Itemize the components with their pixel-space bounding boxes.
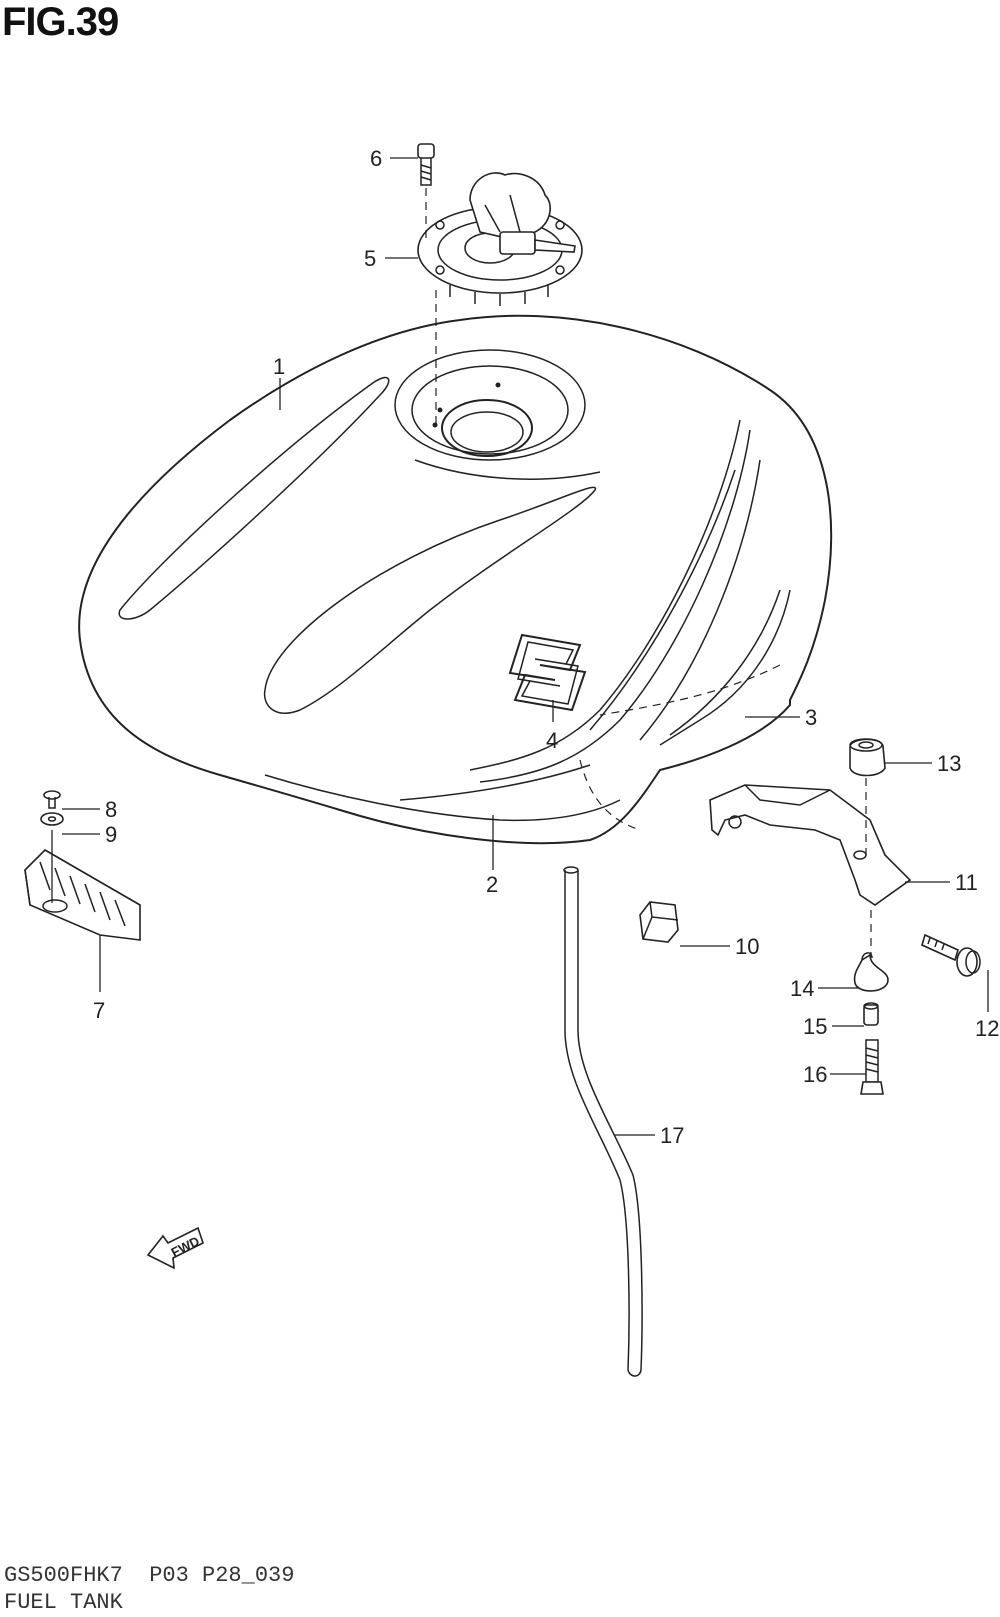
cushion-14-drawing (853, 952, 889, 992)
fwd-label: FWD (169, 1233, 202, 1260)
callout-1: 1 (273, 354, 285, 379)
washer-9-drawing (40, 812, 64, 826)
bolt-16-drawing (860, 1039, 884, 1095)
callout-2: 2 (486, 872, 498, 897)
cushion-13-drawing (849, 738, 886, 777)
callout-9: 9 (105, 822, 117, 847)
callout-7: 7 (93, 998, 105, 1023)
model-code: GS500FHK7 P03 P28_039 (4, 1563, 295, 1588)
hose-17-drawing (563, 866, 643, 1377)
section-name: FUEL TANK (4, 1590, 123, 1615)
collar-15-drawing (863, 1002, 879, 1026)
bolt-12-drawing (921, 933, 981, 977)
callout-15: 15 (803, 1014, 827, 1039)
callout-14: 14 (790, 976, 814, 1001)
fwd-arrow-icon: FWD (146, 1226, 204, 1270)
callout-3: 3 (805, 705, 817, 730)
leader-lines (51, 157, 989, 1136)
fuel-cap-drawing (417, 172, 583, 306)
callout-labels: 1 2 3 4 5 6 7 8 9 10 11 12 13 14 15 16 1… (93, 146, 999, 1148)
callout-11: 11 (955, 870, 978, 895)
bracket-11-drawing (709, 784, 912, 906)
callout-13: 13 (937, 751, 961, 776)
callout-17: 17 (660, 1123, 684, 1148)
callout-4: 4 (546, 728, 558, 753)
callout-6: 6 (370, 146, 382, 171)
rubber-pad-7-drawing (24, 848, 141, 941)
callout-10: 10 (735, 934, 759, 959)
callout-8: 8 (105, 797, 117, 822)
bolt-6-drawing (417, 143, 435, 186)
screw-8-drawing (43, 790, 61, 809)
figure-title: FIG.39 (2, 0, 119, 44)
cushion-10-drawing (639, 901, 679, 943)
callout-12: 12 (975, 1016, 999, 1041)
fuel-tank-drawing (78, 314, 833, 845)
callout-5: 5 (364, 246, 376, 271)
callout-16: 16 (803, 1062, 827, 1087)
suzuki-emblem-drawing (508, 633, 587, 712)
